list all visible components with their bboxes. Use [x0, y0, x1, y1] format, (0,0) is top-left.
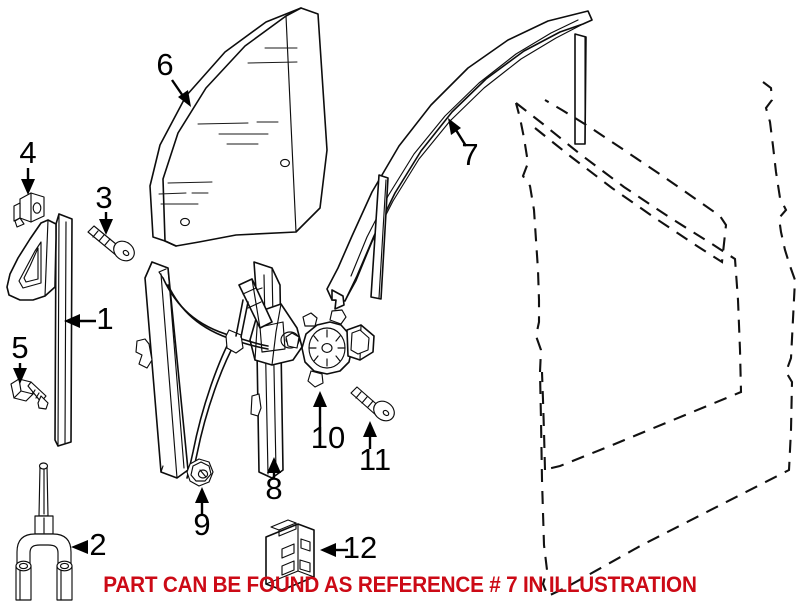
callout-number-3: 3 [95, 180, 112, 215]
part-window-run-channel [326, 10, 593, 310]
leader-3 [99, 212, 113, 235]
part-door-window-glass [149, 7, 328, 247]
glass-reflection-lines [158, 47, 298, 205]
callout-number-5: 5 [11, 330, 28, 365]
part-window-guide-rail [6, 213, 73, 447]
leader-9 [195, 487, 209, 514]
callout-number-12: 12 [343, 530, 377, 565]
door-shell-phantom-outline [514, 81, 797, 598]
motor-gear-spokes [308, 329, 346, 367]
leader-1 [64, 314, 96, 328]
part-hex-bolt [10, 378, 49, 410]
callout-numbers: 1 2 3 4 5 6 7 8 9 10 11 12 [11, 47, 478, 565]
leader-4 [21, 168, 35, 195]
callout-leaders [13, 79, 468, 557]
part-window-regulator [135, 261, 303, 481]
leader-10 [313, 391, 327, 427]
part-control-module [265, 519, 315, 591]
leader-6 [171, 79, 191, 107]
leader-5 [13, 363, 27, 384]
leader-11 [363, 421, 377, 449]
callout-number-11: 11 [359, 442, 391, 477]
leader-8 [267, 457, 281, 478]
callout-number-7: 7 [461, 137, 478, 172]
part-guide-clip [13, 192, 45, 228]
callout-number-6: 6 [156, 47, 173, 82]
part-screw-upper [87, 225, 135, 262]
part-motor-screw [350, 386, 395, 422]
callout-number-9: 9 [193, 507, 210, 542]
motor-screw-thread-lines [355, 391, 374, 408]
callout-number-1: 1 [96, 301, 113, 336]
part-window-motor [285, 309, 375, 388]
leader-7 [448, 118, 468, 147]
leader-2 [71, 540, 88, 554]
callout-number-10: 10 [311, 420, 345, 455]
callout-number-2: 2 [89, 527, 106, 562]
callout-number-8: 8 [265, 471, 282, 506]
part-cylinder-pair [15, 462, 73, 601]
bolt-thread-lines [31, 389, 40, 399]
screw-thread-lines [92, 230, 111, 246]
leader-12 [320, 543, 348, 557]
part-plastic-nut [186, 458, 214, 487]
callout-number-4: 4 [19, 135, 36, 170]
